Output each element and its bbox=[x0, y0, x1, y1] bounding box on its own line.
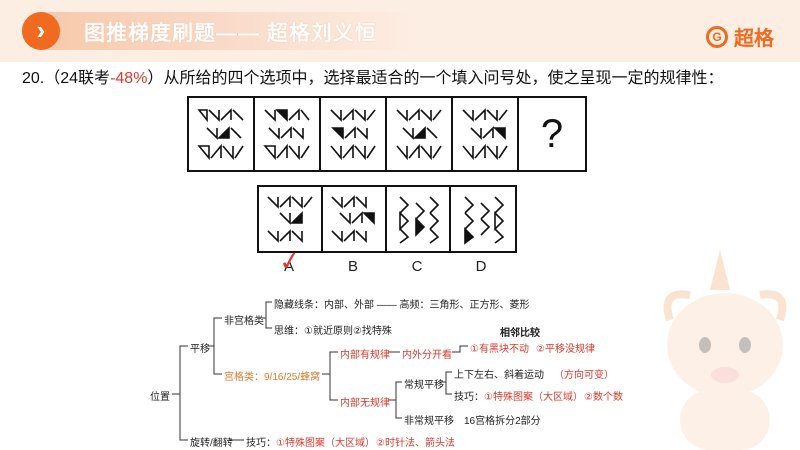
mm-root: 位置 bbox=[150, 392, 170, 403]
mm-hidden-lines: 隐藏线条：内部、外部 —— 高频：三角形、正方形、菱形 bbox=[274, 300, 530, 311]
arrow-right-icon: › bbox=[22, 12, 60, 50]
mindmap: 位置 平移 非宫格类 隐藏线条：内部、外部 —— 高频：三角形、正方形、菱形 思… bbox=[150, 290, 646, 450]
option-c-figure[interactable] bbox=[387, 187, 451, 251]
sequence-figure-5 bbox=[453, 98, 519, 170]
sequence-figure-4 bbox=[387, 98, 453, 170]
mm-split16: 16宫格拆分2部分 bbox=[464, 416, 541, 427]
sequence-figure-3 bbox=[321, 98, 387, 170]
option-d-figure[interactable] bbox=[451, 187, 515, 251]
mm-grid: 宫格类：9/16/25/蜂窝 bbox=[224, 372, 321, 383]
brand-name: 超格 bbox=[734, 28, 774, 50]
options-row bbox=[257, 185, 517, 253]
question-source-prefix: （24联考 bbox=[44, 70, 111, 87]
header-banner: › 图推梯度刷题—— 超格刘义恒 G 超格 bbox=[0, 0, 800, 62]
mm-non-grid: 非宫格类 bbox=[224, 316, 264, 327]
mm-rotate-tips: 技巧： bbox=[246, 438, 276, 449]
mm-rotate: 旋转/翻转 bbox=[190, 438, 233, 449]
option-label-a[interactable]: A bbox=[283, 258, 294, 275]
mm-tips: 技巧： bbox=[454, 392, 484, 403]
mm-rotate-clock: ②时针法、箭头法 bbox=[376, 438, 455, 449]
answer-check-icon: ✓ bbox=[276, 244, 303, 278]
banner-title: 图推梯度刷题—— 超格刘义恒 bbox=[84, 22, 377, 45]
option-label-d[interactable]: D bbox=[475, 258, 487, 275]
mm-translate-no-rule: ②平移没规律 bbox=[536, 344, 595, 355]
mm-regular-translate: 常规平移 bbox=[404, 380, 444, 391]
mm-inner-irregular: 内部无规律 bbox=[340, 398, 390, 409]
option-label-b[interactable]: B bbox=[347, 258, 358, 275]
mm-thinking: 思维：①就近原则②找特殊 bbox=[274, 326, 392, 337]
question-body: 从所给的四个选项中，选择最适合的一个填入问号处，使之呈现一定的规律性： bbox=[163, 70, 724, 87]
question-text: 20.（24联考-48%）从所给的四个选项中，选择最适合的一个填入问号处，使之呈… bbox=[22, 64, 723, 88]
option-a-figure[interactable] bbox=[259, 187, 323, 251]
mm-adjacent: 相邻比较 bbox=[500, 328, 540, 339]
mm-black-fixed: ①有黑块不动 bbox=[470, 344, 529, 355]
brand: G 超格 bbox=[706, 22, 774, 51]
mm-special-pattern: ①特殊图案（大区域） bbox=[484, 392, 583, 403]
mm-inner-regular: 内部有规律 bbox=[340, 350, 390, 361]
sequence-row: ? bbox=[187, 96, 587, 172]
mm-nonregular: 非常规平移 bbox=[404, 416, 454, 427]
question-number: 20. bbox=[22, 70, 45, 87]
mm-rotate-special: ①特殊图案（大区域） bbox=[276, 438, 375, 449]
sequence-figure-1 bbox=[189, 98, 255, 170]
mm-directions: 上下左右、斜着运动 bbox=[454, 370, 544, 381]
question-accuracy: -48% bbox=[110, 70, 148, 87]
mm-count-cells: ②数个数 bbox=[584, 392, 623, 403]
option-label-c[interactable]: C bbox=[411, 258, 423, 275]
question-cell: ? bbox=[519, 98, 585, 170]
mindmap-connectors bbox=[172, 301, 468, 441]
question-mark: ? bbox=[540, 111, 564, 156]
question-source-suffix: ） bbox=[147, 70, 164, 87]
option-b-figure[interactable] bbox=[323, 187, 387, 251]
unicorn-mascot-icon bbox=[663, 250, 787, 450]
mm-inner-outer: 内外分开看 bbox=[402, 350, 452, 361]
option-labels: A B C D bbox=[257, 258, 517, 275]
mm-direction-variable: （方向可变） bbox=[554, 370, 614, 381]
title-pill bbox=[22, 12, 422, 50]
mm-translate: 平移 bbox=[190, 344, 210, 355]
sequence-figure-2 bbox=[255, 98, 321, 170]
brand-logo-icon: G bbox=[706, 25, 728, 48]
